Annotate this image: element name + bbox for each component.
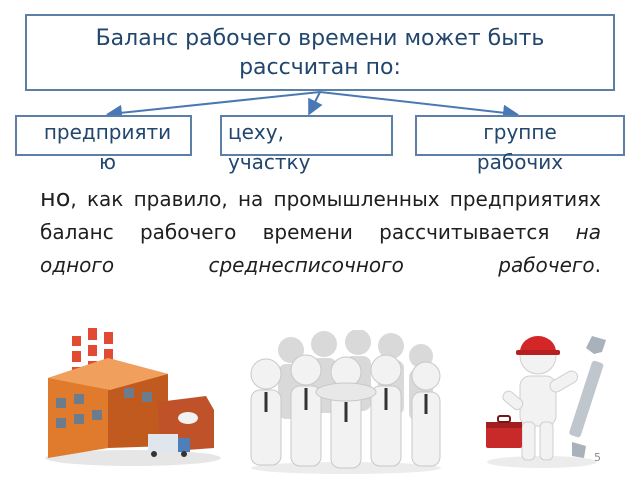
box-group: группе рабочих bbox=[415, 115, 625, 174]
arrow-to-enterprise bbox=[106, 91, 321, 121]
body-paragraph: но, как правило, на промышленных предпри… bbox=[40, 182, 601, 282]
paragraph-emphasis: на одного среднесписочного рабочего bbox=[40, 220, 601, 277]
slide-number: 5 bbox=[594, 451, 601, 464]
box-shop: цеху, участку bbox=[220, 115, 393, 174]
box-group-line1: группе bbox=[483, 120, 557, 144]
top-box: Баланс рабочего времени может быть рассч… bbox=[25, 14, 615, 91]
box-enterprise-line2: ю bbox=[99, 150, 116, 174]
box-group-line2: рабочих bbox=[476, 150, 564, 174]
arrow-to-group bbox=[319, 91, 519, 121]
paragraph-text: , как правило, на промышленных предприят… bbox=[40, 187, 601, 244]
paragraph-lead: но bbox=[40, 184, 71, 212]
box-shop-line2: участку bbox=[228, 150, 311, 174]
paragraph-end: . bbox=[594, 253, 601, 277]
team-icon bbox=[250, 330, 441, 474]
factory-icon bbox=[45, 328, 221, 466]
arrow-to-shop bbox=[308, 91, 323, 116]
worker-with-wrench-icon bbox=[486, 336, 606, 468]
top-box-line2: рассчитан по: bbox=[239, 55, 401, 80]
box-enterprise-line1: предприяти bbox=[43, 120, 172, 144]
box-enterprise: предприяти ю bbox=[15, 115, 192, 174]
top-box-line1: Баланс рабочего времени может быть bbox=[95, 26, 545, 51]
box-shop-line1: цеху, bbox=[228, 120, 284, 144]
